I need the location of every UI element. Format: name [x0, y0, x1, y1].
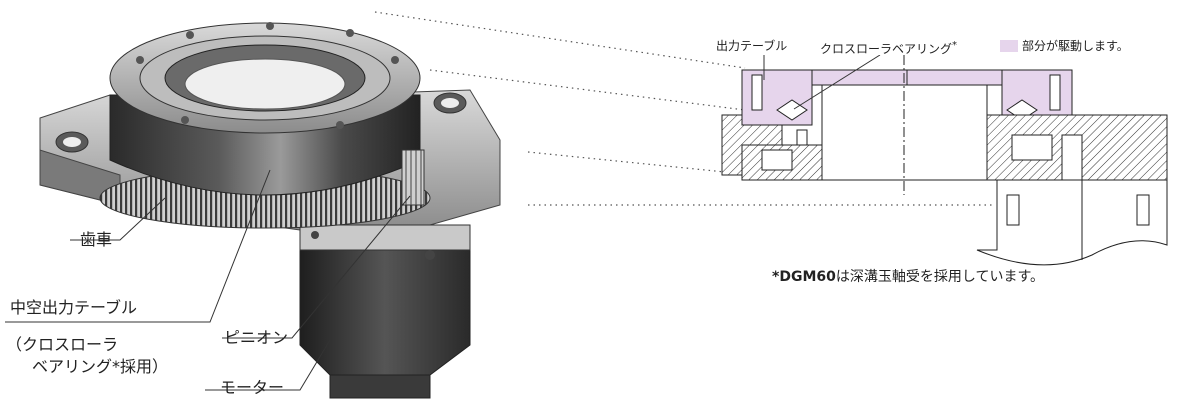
motor-label: モーター	[220, 378, 285, 397]
footnote-text: は深溝玉軸受を採用しています。	[835, 269, 1045, 285]
footnote-model: DGM60	[779, 269, 836, 285]
product-render	[5, 22, 501, 399]
footnote: *DGM60は深溝玉軸受を採用しています。	[772, 268, 1044, 286]
motor-body	[299, 224, 471, 399]
hollow-table-label: 中空出力テーブル	[10, 298, 138, 317]
legend-text: 部分が駆動します。	[1022, 39, 1129, 53]
output-table-label: 出力テーブル	[716, 39, 788, 53]
hollow-table-body	[109, 22, 421, 196]
pinion-gear	[401, 149, 425, 206]
section-motor	[976, 179, 1168, 266]
cross-roller-label: クロスローラベアリング*	[820, 38, 957, 57]
hollow-table-note-line2: ベアリング*採用）	[32, 357, 169, 376]
section-right	[906, 69, 1168, 181]
cross-section-diagram	[721, 55, 1168, 266]
section-leaders	[763, 55, 881, 110]
pinion-label: ピニオン	[224, 328, 289, 347]
gear-label: 歯車	[80, 230, 113, 249]
footnote-mark: *	[772, 269, 780, 285]
legend-swatch	[1000, 40, 1018, 52]
cross-roller-text: クロスローラベアリング	[820, 42, 953, 56]
cross-roller-mark: *	[952, 40, 958, 51]
hollow-table-note-line1: （クロスローラ	[6, 335, 119, 354]
section-left	[721, 69, 908, 181]
leader-lines	[5, 169, 411, 391]
